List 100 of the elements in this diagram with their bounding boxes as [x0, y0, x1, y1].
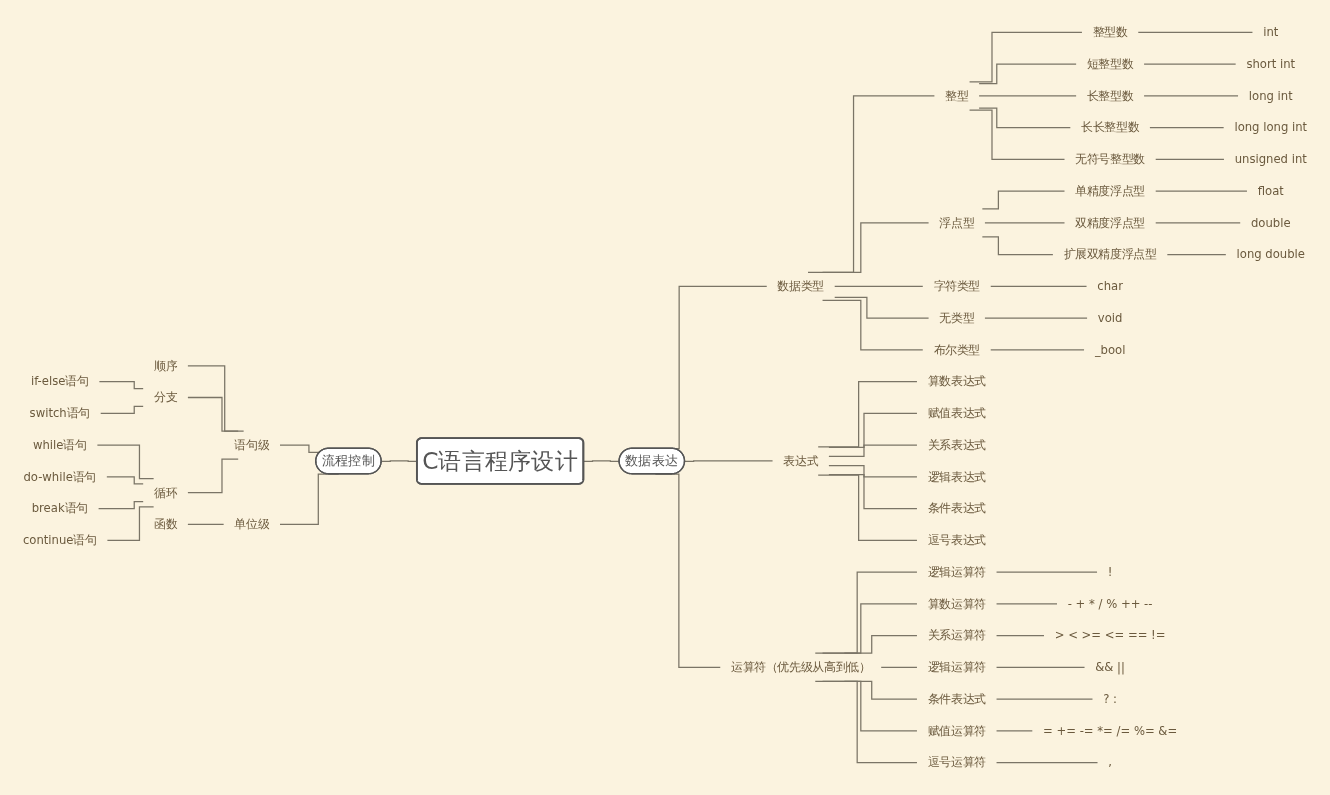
connector — [995, 603, 1058, 605]
connector — [96, 444, 155, 480]
node-text: - + * / % ++ -- — [1067, 596, 1153, 611]
connector — [981, 190, 1066, 210]
connector — [990, 349, 1085, 351]
node-text: , — [1108, 755, 1112, 770]
connector — [100, 405, 144, 414]
connector — [978, 63, 1077, 85]
connector — [807, 95, 936, 273]
node-text: short int — [1246, 57, 1296, 71]
node-text: int — [1263, 25, 1279, 39]
connector — [1166, 254, 1227, 256]
connector — [1155, 190, 1248, 192]
node-text: 无符号整型数 — [1075, 152, 1145, 166]
connector — [990, 285, 1088, 288]
node-text: _bool — [1094, 342, 1126, 357]
connector — [1137, 31, 1254, 34]
connector — [984, 317, 1088, 319]
node-text: unsigned int — [1234, 152, 1307, 166]
connector — [995, 698, 1094, 700]
connector — [978, 107, 1071, 129]
node-text: float — [1257, 184, 1284, 198]
connector — [978, 95, 1077, 97]
connector — [968, 31, 1083, 83]
node-text: 扩展双精度浮点型 — [1063, 247, 1157, 262]
node-text: 算数表达式 — [927, 374, 986, 389]
node-text: 短整型数 — [1086, 57, 1134, 71]
connector — [1155, 222, 1241, 224]
connector — [1143, 95, 1239, 97]
node-text: 关系表达式 — [927, 438, 986, 452]
node-text: 条件表达式 — [927, 692, 986, 706]
connector — [1149, 127, 1225, 129]
connector — [984, 222, 1066, 224]
node-text: do-while语句 — [23, 469, 97, 484]
node-text: continue语句 — [22, 533, 97, 547]
connector — [814, 680, 918, 764]
connector — [817, 381, 918, 448]
node-text: 整型 — [945, 89, 969, 103]
connector — [817, 474, 918, 541]
node-text: long int — [1248, 89, 1293, 103]
connector — [106, 476, 144, 485]
connector — [828, 464, 918, 478]
connector — [995, 634, 1045, 637]
node-text: 布尔类型 — [933, 342, 981, 357]
connector — [187, 396, 239, 432]
node-text: while语句 — [32, 438, 87, 452]
connector — [821, 603, 918, 654]
node-text: 逻辑运算符 — [927, 565, 986, 579]
node-text: 浮点型 — [939, 215, 975, 230]
connector — [981, 236, 1054, 256]
node-text: 赋值表达式 — [927, 406, 986, 420]
node-text: 赋值运算符 — [927, 723, 986, 738]
node-text: 条件表达式 — [927, 501, 986, 516]
connector — [814, 571, 918, 654]
node-text: 整型数 — [1092, 25, 1128, 39]
connector — [880, 666, 918, 668]
node-text: 语句级 — [234, 438, 270, 452]
connector — [995, 730, 1033, 732]
connector — [821, 222, 930, 273]
node-text: 长整型数 — [1086, 89, 1134, 103]
connector — [106, 506, 155, 541]
node-text: 逻辑表达式 — [927, 469, 986, 484]
connector — [828, 412, 918, 448]
connector — [843, 634, 918, 654]
node-text: 循环 — [153, 485, 178, 500]
connector — [828, 444, 918, 458]
node-text: && || — [1095, 660, 1125, 674]
node-text: 单位级 — [234, 517, 270, 531]
node-text: 表达式 — [783, 454, 819, 468]
connector — [98, 381, 144, 390]
connector — [684, 460, 774, 463]
node-text: ? : — [1103, 692, 1117, 706]
connector — [995, 761, 1099, 764]
node-text: void — [1097, 311, 1123, 325]
node-text: 逻辑运算符 — [927, 660, 986, 674]
node-text: long double — [1236, 247, 1305, 262]
node-text: 长长整型数 — [1081, 120, 1140, 135]
node-text: 关系运算符 — [927, 628, 986, 643]
connector — [995, 571, 1098, 573]
node-text: 顺序 — [153, 358, 178, 373]
connector — [834, 285, 924, 288]
node-text: 逗号表达式 — [927, 533, 986, 547]
node-text: 无类型 — [939, 311, 975, 325]
connector — [1143, 63, 1237, 65]
node-text: double — [1250, 215, 1291, 230]
connector — [187, 523, 225, 526]
connector — [968, 109, 1066, 161]
connector — [97, 500, 144, 510]
node-text: 算数运算符 — [927, 596, 986, 611]
connector — [821, 299, 924, 351]
node-text: if-else语句 — [30, 374, 89, 389]
node-text: 逗号运算符 — [927, 755, 986, 770]
node-text: 函数 — [153, 517, 178, 531]
node-text: switch语句 — [29, 406, 90, 420]
node-text: > < >= <= == != — [1054, 628, 1166, 643]
node-text: 双精度浮点型 — [1075, 215, 1145, 230]
node-text: ! — [1107, 565, 1113, 579]
node-text: break语句 — [31, 501, 88, 516]
node-text: 单精度浮点型 — [1075, 184, 1145, 198]
node-text: long long int — [1234, 120, 1308, 135]
